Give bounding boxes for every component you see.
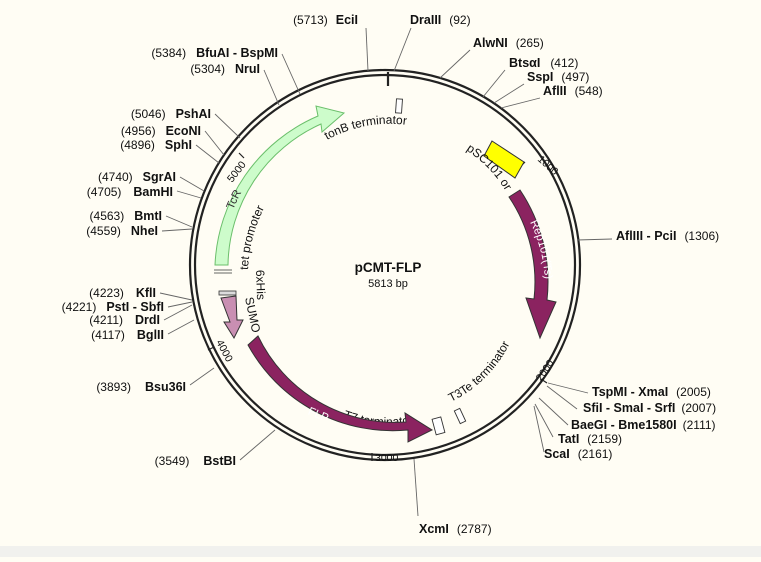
- leader-nhei: [161, 228, 193, 232]
- leader-afliii-pcii: [576, 238, 613, 241]
- leader-scai: [533, 405, 545, 453]
- leader-sspi: [493, 83, 525, 104]
- leader-pshai: [214, 113, 241, 139]
- site-scai[interactable]: ScaI(2161): [544, 447, 612, 461]
- leader-baegi-bme1580i: [538, 397, 569, 426]
- tick-label-3000: 3000: [375, 452, 399, 464]
- psc101-ori-feature[interactable]: [483, 140, 525, 179]
- site-baegi-bme1580i[interactable]: BaeGI - Bme1580I(2111): [571, 418, 716, 432]
- site-afliii-pcii[interactable]: AflIII - PciI(1306): [616, 229, 719, 243]
- leader-drdi: [163, 304, 193, 321]
- leader-ecii: [365, 27, 369, 72]
- leader-draiii: [393, 27, 412, 72]
- site-bmti[interactable]: (4563)BmtI: [90, 209, 162, 223]
- site-psti-sbfi[interactable]: (4221)PstI - SbfI: [62, 300, 164, 314]
- sumo-arrow[interactable]: [220, 295, 244, 340]
- tick-mark-2000: [540, 378, 548, 384]
- leader-bamhi: [176, 190, 202, 199]
- tet-promoter-label: tet promoter: [237, 203, 267, 270]
- leader-bglii: [167, 319, 195, 335]
- site-tspmi-xmai[interactable]: TspMI - XmaI(2005): [592, 385, 711, 399]
- leader-nrui: [263, 69, 280, 106]
- site-econi[interactable]: (4956)EcoNI: [121, 124, 201, 138]
- leader-econi: [204, 130, 225, 156]
- restriction-site-labels: (5713)EciI DraIII(92) AlwNI(265) BtsαI(4…: [62, 13, 719, 536]
- site-alwni[interactable]: AlwNI(265): [473, 36, 544, 50]
- site-aflii[interactable]: AflII(548): [543, 84, 603, 98]
- site-nhei[interactable]: (4559)NheI: [86, 224, 158, 238]
- t3te-terminator-label: T3Te terminator: [446, 339, 512, 405]
- site-sspi[interactable]: SspI(497): [527, 70, 589, 84]
- site-bglii[interactable]: (4117)BglII: [91, 328, 164, 342]
- site-sfii-smai-srfi[interactable]: SfiI - SmaI - SrfI(2007): [583, 401, 716, 415]
- site-sphi[interactable]: (4896)SphI: [120, 138, 192, 152]
- site-drdi[interactable]: (4211)DrdI: [89, 313, 160, 327]
- site-ecii[interactable]: (5713)EciI: [293, 13, 358, 27]
- site-sgrai[interactable]: (4740)SgrAI: [98, 170, 176, 184]
- site-nrui[interactable]: (5304)NruI: [190, 62, 260, 76]
- t3te-terminator-box[interactable]: [453, 407, 467, 425]
- leader-btsai: [482, 69, 506, 98]
- leader-bsu36i: [189, 367, 215, 386]
- site-leader-lines: [159, 27, 613, 517]
- 6xhis-label: 6xHis: [253, 270, 268, 300]
- tet-promoter-feature[interactable]: [214, 269, 232, 274]
- plasmid-length: 5813 bp: [368, 278, 408, 290]
- site-bamhi[interactable]: (4705)BamHI: [87, 185, 173, 199]
- leader-bmti: [165, 215, 193, 228]
- leader-sgrai: [179, 176, 205, 192]
- leader-tspmi-xmai: [547, 382, 589, 394]
- site-bfuai-bspmi[interactable]: (5384)BfuAI - BspMI: [151, 46, 278, 60]
- leader-sfii-smai-srfi: [546, 385, 578, 410]
- backbone-outer-ring: [188, 68, 582, 462]
- site-pshai[interactable]: (5046)PshAI: [131, 107, 211, 121]
- leader-alwni: [439, 49, 471, 79]
- leader-sphi: [195, 144, 220, 164]
- leader-aflii: [500, 97, 541, 109]
- leader-xcmi: [413, 458, 419, 517]
- site-bsu36i[interactable]: (3893)Bsu36I: [96, 380, 186, 394]
- flp-arrow[interactable]: [247, 335, 434, 443]
- leader-bstbi: [239, 429, 276, 461]
- tick-mark-5000: [238, 152, 245, 159]
- leader-bfuai-bspmi: [281, 53, 301, 95]
- rep101-arrow[interactable]: [508, 189, 557, 340]
- backbone-inner-ring: [193, 73, 577, 457]
- site-bstbi[interactable]: (3549)BstBI: [155, 454, 236, 468]
- tick-mark-4000: [207, 346, 215, 351]
- t7-terminator-box[interactable]: [431, 416, 446, 436]
- tonb-terminator-box[interactable]: [395, 98, 403, 114]
- site-draiii[interactable]: DraIII(92): [410, 13, 471, 27]
- plasmid-name: pCMT-FLP: [355, 260, 422, 275]
- leader-kfli: [159, 292, 193, 301]
- site-kfli[interactable]: (4223)KflI: [89, 286, 156, 300]
- leader-tati: [534, 403, 554, 438]
- sumo-label: SUMO: [242, 296, 263, 334]
- site-xcmi[interactable]: XcmI(2787): [419, 522, 492, 536]
- leader-psti-sbfi: [167, 301, 193, 308]
- 6xhis-tag[interactable]: [218, 290, 237, 296]
- site-btsai[interactable]: BtsαI(412): [509, 56, 578, 70]
- bottom-scroll-bar[interactable]: [0, 546, 761, 557]
- site-tati[interactable]: TatI(2159): [558, 432, 622, 446]
- tcr-arrow[interactable]: [214, 105, 346, 266]
